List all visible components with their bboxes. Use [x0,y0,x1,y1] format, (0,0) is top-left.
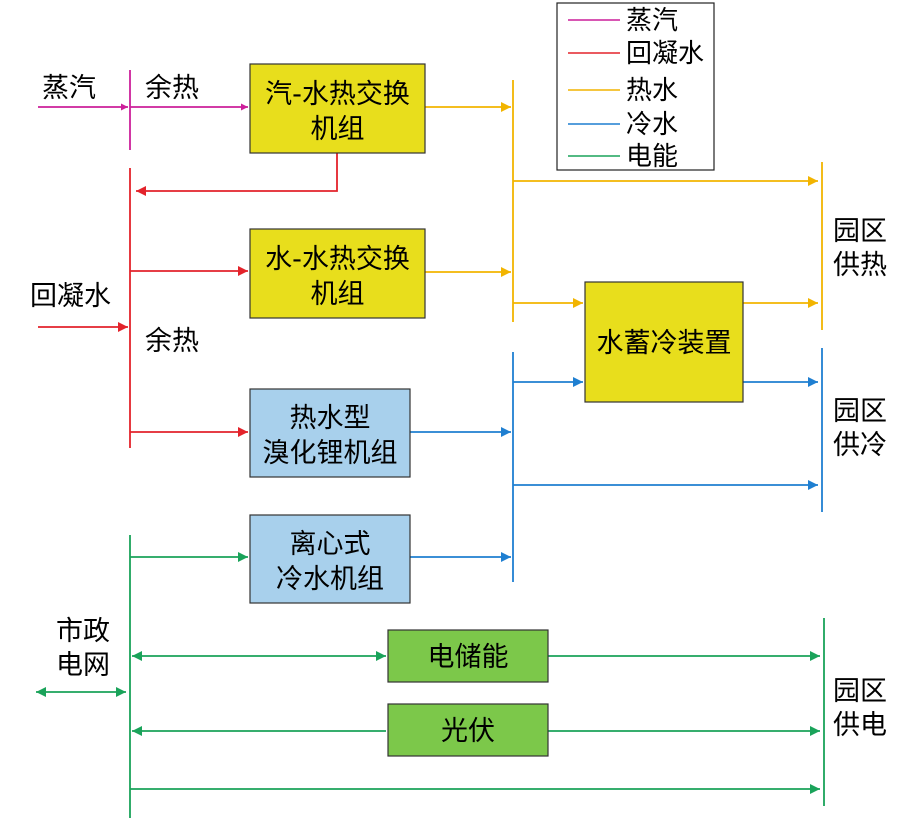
absorption-label-2: 溴化锂机组 [263,438,398,469]
box-centrifugal: 离心式 冷水机组 [249,514,411,604]
legend-label-hot-water: 热水 [626,76,678,106]
legend-frame [556,2,715,171]
box-absorption: 热水型 溴化锂机组 [249,388,411,478]
steam-water-hx-box [249,63,426,154]
steam-waste-heat-label: 余热 [145,73,199,104]
centrifugal-label-1: 离心式 [290,529,371,560]
electricity-flow [36,535,825,818]
condensate-input-label: 回凝水 [30,281,111,312]
battery-box [387,629,549,683]
legend-label-condensate: 回凝水 [626,39,704,69]
heat-supply-label-1: 园区 [833,216,887,247]
absorption-box [249,388,411,478]
centrifugal-box [249,514,411,604]
condensate-return-arrow [136,153,338,196]
legend-label-electricity: 电能 [626,142,678,172]
steam-input-label: 蒸汽 [42,73,96,104]
legend: 蒸汽 回凝水 热水 冷水 电能 [556,2,715,172]
storage-box [584,281,744,403]
battery-label: 电储能 [428,642,509,673]
condensate-flow [38,153,338,448]
box-battery: 电储能 [387,629,549,683]
steam-water-hx-label-2: 机组 [311,114,365,145]
cool-supply-label-1: 园区 [833,396,887,427]
legend-label-steam: 蒸汽 [626,6,678,36]
box-steam-water-hx: 汽-水热交换 机组 [249,63,426,154]
power-supply-label-1: 园区 [833,676,887,707]
hot-water-flow [425,80,823,330]
box-water-water-hx: 水-水热交换 机组 [249,228,426,319]
pv-box [387,703,549,757]
water-water-hx-label-1: 水-水热交换 [265,244,410,275]
box-storage: 水蓄冷装置 [584,281,744,403]
cool-supply-label-2: 供冷 [833,430,887,461]
box-pv: 光伏 [387,703,549,757]
water-water-hx-label-2: 机组 [311,279,365,310]
chilled-water-flow [410,348,823,582]
grid-label-2: 电网 [56,650,110,681]
centrifugal-label-2: 冷水机组 [276,564,384,595]
condensate-waste-heat-label: 余热 [145,326,199,357]
pv-label: 光伏 [441,716,495,747]
water-water-hx-box [249,228,426,319]
grid-label-1: 市政 [56,616,110,647]
storage-label: 水蓄冷装置 [597,328,732,359]
steam-water-hx-label-1: 汽-水热交换 [265,79,410,110]
steam-flow [38,70,248,150]
heat-supply-label-2: 供热 [833,250,887,281]
power-supply-label-2: 供电 [833,710,887,741]
absorption-label-1: 热水型 [290,403,371,434]
legend-label-chilled-water: 冷水 [626,110,678,140]
